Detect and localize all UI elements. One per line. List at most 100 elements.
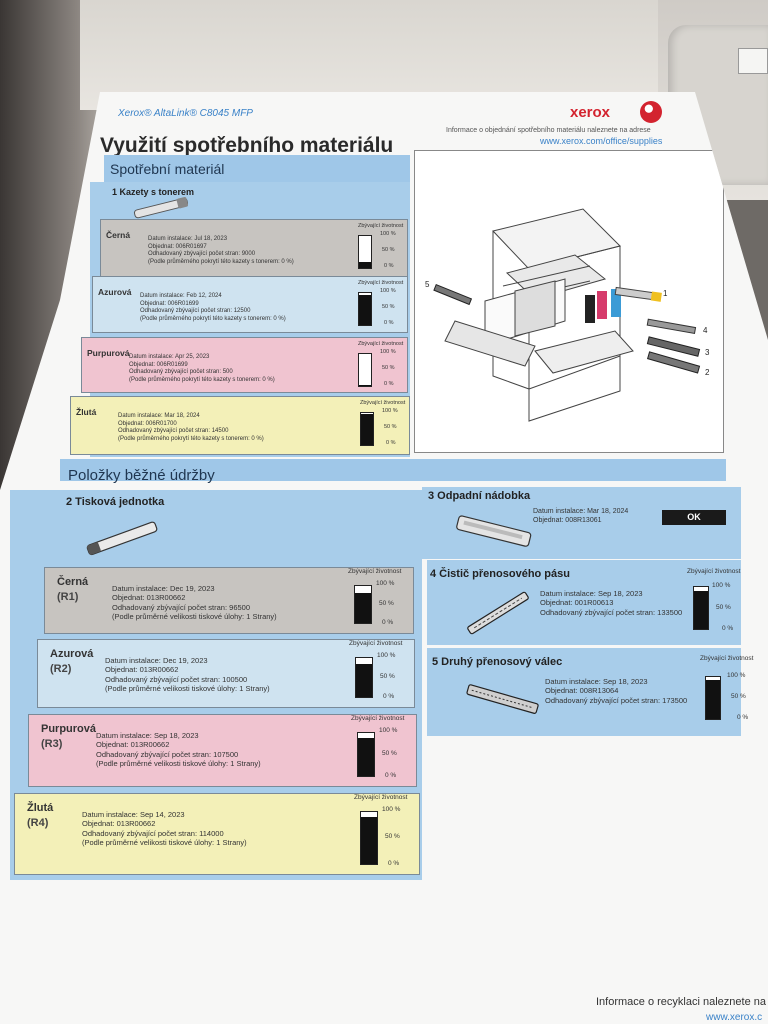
toner-order: Objednat: 006R01699 <box>140 300 199 307</box>
printer-diagram: 5 1 4 3 2 <box>414 150 724 453</box>
belt-gauge-fill <box>694 591 708 629</box>
drum-cartridge-icon <box>86 521 158 556</box>
drum-gauge <box>355 657 373 698</box>
drum-remaining-label: Zbývající životnost <box>351 715 405 722</box>
toner-gauge <box>358 292 372 326</box>
drum-note: (Podle průměrné velikosti tiskové úlohy:… <box>82 838 247 848</box>
supplies-section-bar <box>104 155 410 182</box>
drum-color-label: Purpurová <box>41 723 97 735</box>
background-top <box>80 0 768 110</box>
callout-2: 2 <box>705 368 710 377</box>
roller-gauge <box>705 676 721 720</box>
toner-gauge-tick: 0 % <box>384 381 394 387</box>
waste-title: 3 Odpadní nádobka <box>428 490 531 502</box>
drum-remaining-label: Zbývající životnost <box>354 794 408 801</box>
drum-order: Objednat: 013R00662 <box>96 740 170 750</box>
drum-gauge-tick: 0 % <box>382 619 394 626</box>
drum-gauge-tick: 50 % <box>379 599 394 607</box>
drum-order: Objednat: 013R00662 <box>112 593 186 603</box>
drum-note: (Podle průměrné velikosti tiskové úlohy:… <box>105 684 270 694</box>
toner-gauge-tick: 0 % <box>384 320 394 326</box>
toner-gauge-tick: 50 % <box>384 424 397 430</box>
toner-note: (Podle průměrného pokrytí této kazety s … <box>140 315 286 322</box>
waste-install: Datum instalace: Mar 18, 2024 <box>533 508 629 515</box>
callout-3: 3 <box>705 348 710 357</box>
drum-code-label: (R4) <box>27 817 49 829</box>
drum-gauge-fill <box>358 738 374 776</box>
drum-gauge-tick: 50 % <box>380 672 395 680</box>
recycling-note: Informace o recyklaci naleznete na <box>596 996 766 1008</box>
toner-pages: Odhadovaný zbývající počet stran: 500 <box>129 369 233 375</box>
drum-install: Datum instalace: Dec 19, 2023 <box>105 656 208 665</box>
drum-code-label: (R1) <box>57 591 79 603</box>
toner-install: Datum instalace: Mar 18, 2024 <box>118 413 200 419</box>
drum-pages: Odhadovaný zbývající počet stran: 100500 <box>105 674 248 684</box>
roller-tick-100: 100 % <box>727 672 746 679</box>
waste-bottle-icon <box>456 515 532 547</box>
drum-gauge-fill <box>361 817 377 864</box>
toner-pages: Odhadovaný zbývající počet stran: 9000 <box>148 251 256 257</box>
toner-gauge-tick: 100 % <box>380 288 396 294</box>
toner-subtitle: 1 Kazety s tonerem <box>112 187 195 197</box>
drum-color-label: Černá <box>57 576 89 588</box>
drum-install: Datum instalace: Dec 19, 2023 <box>112 584 215 593</box>
belt-info: Datum instalace: Sep 18, 2023 Objednat: … <box>540 589 682 617</box>
drum-remaining-label: Zbývající životnost <box>348 568 402 575</box>
drum-install: Datum instalace: Sep 18, 2023 <box>96 731 199 740</box>
toner-remaining-label: Zbývající životnost <box>360 400 406 406</box>
belt-install: Datum instalace: Sep 18, 2023 <box>540 589 643 598</box>
belt-panel <box>427 560 741 645</box>
toner-install: Datum instalace: Jul 18, 2023 <box>148 236 228 242</box>
toner-gauge-tick: 0 % <box>386 440 396 446</box>
belt-tick-50: 50 % <box>716 604 731 611</box>
drum-gauge-tick: 100 % <box>379 727 398 734</box>
drum-row <box>14 793 420 875</box>
drum-subtitle: 2 Tisková jednotka <box>66 496 165 508</box>
maintenance-section-bar <box>60 459 726 481</box>
roller-order: Objednat: 008R13064 <box>545 686 619 696</box>
callout-1: 1 <box>663 289 668 298</box>
toner-gauge-fill <box>359 294 371 325</box>
tray-label <box>738 48 768 74</box>
belt-title: 4 Čistič přenosového pásu <box>430 568 570 580</box>
roller-gauge-fill <box>706 680 720 719</box>
belt-pages: Odhadovaný zbývající počet stran: 133500 <box>540 607 683 617</box>
drum-color-label: Azurová <box>50 648 94 660</box>
transfer-roller-icon <box>466 684 539 714</box>
belt-tick-100: 100 % <box>712 582 731 589</box>
toner-remaining-label: Zbývající životnost <box>358 223 404 229</box>
drum-code-label: (R3) <box>41 738 63 750</box>
toner-gauge-tick: 50 % <box>382 365 395 371</box>
drum-row <box>44 567 414 634</box>
roller-pages: Odhadovaný zbývající počet stran: 173500 <box>545 695 688 705</box>
belt-order: Objednat: 001R00613 <box>540 598 614 608</box>
toner-color-label: Žlutá <box>76 407 97 417</box>
toner-gauge-fill <box>361 413 373 445</box>
toner-gauge <box>358 353 372 387</box>
drum-color-label: Žlutá <box>27 802 54 814</box>
drum-gauge-tick: 50 % <box>382 749 397 757</box>
belt-gauge <box>693 586 709 630</box>
roller-info: Datum instalace: Sep 18, 2023 Objednat: … <box>545 677 687 705</box>
toner-remaining-label: Zbývající životnost <box>358 280 404 286</box>
toner-gauge <box>360 412 374 446</box>
drum-gauge-tick: 0 % <box>383 693 395 700</box>
waste-status-badge: OK <box>662 510 726 525</box>
toner-order: Objednat: 006R01697 <box>148 243 207 250</box>
drum-code-label: (R2) <box>50 663 72 675</box>
toner-gauge-tick: 100 % <box>380 231 396 237</box>
printer-model: Xerox® AltaLink® C8045 MFP <box>118 108 253 119</box>
callout-5: 5 <box>425 280 430 289</box>
supplies-section-title: Spotřební materiál <box>110 161 225 177</box>
toner-row <box>81 337 408 393</box>
callout-4: 4 <box>703 326 708 335</box>
toner-row <box>92 276 408 333</box>
